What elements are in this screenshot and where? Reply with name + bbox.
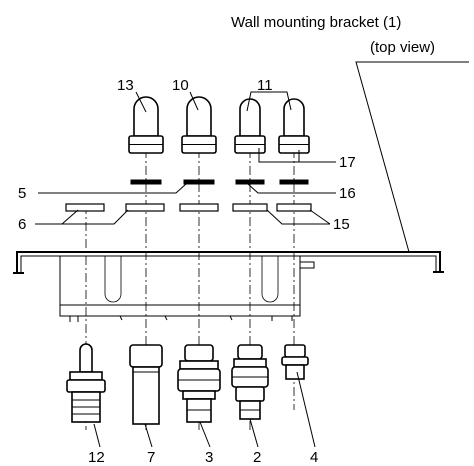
caption-leader: [355, 61, 469, 253]
label-3: 3: [205, 449, 213, 466]
label-2: 2: [253, 449, 261, 466]
thick-washers: [65, 203, 312, 212]
label-4: 4: [310, 449, 318, 466]
label-10: 10: [172, 77, 189, 94]
caption-line-1: Wall mounting bracket (1): [231, 14, 401, 31]
valve-3: [177, 344, 221, 423]
wall-mounting-bracket: [13, 251, 444, 322]
cap-nut-11a: [234, 98, 266, 154]
label-15: 15: [333, 216, 350, 233]
fitting-4: [281, 344, 309, 380]
label-7: 7: [147, 449, 155, 466]
label-6: 6: [18, 216, 26, 233]
cap-nut-11b: [278, 98, 310, 154]
leader-lines: [35, 91, 336, 448]
valve-2: [231, 344, 269, 420]
thin-washers: [130, 179, 309, 185]
label-17: 17: [339, 154, 356, 171]
label-16: 16: [339, 185, 356, 202]
cap-nut-10: [181, 96, 217, 154]
label-5: 5: [18, 185, 26, 202]
bracket-bottom-ticks: [69, 315, 293, 322]
label-11: 11: [257, 77, 273, 94]
caption-line-2: (top view): [370, 39, 435, 56]
probe-12: [66, 343, 106, 423]
label-12: 12: [88, 449, 105, 466]
cap-nut-13: [128, 96, 164, 154]
part-labels: 13 10 11 17 5 16 6 15 12 7 3 2 4: [18, 77, 356, 466]
label-13: 13: [117, 77, 134, 94]
sensor-7: [129, 344, 163, 425]
caption: Wall mounting bracket (1) (top view): [231, 14, 469, 253]
